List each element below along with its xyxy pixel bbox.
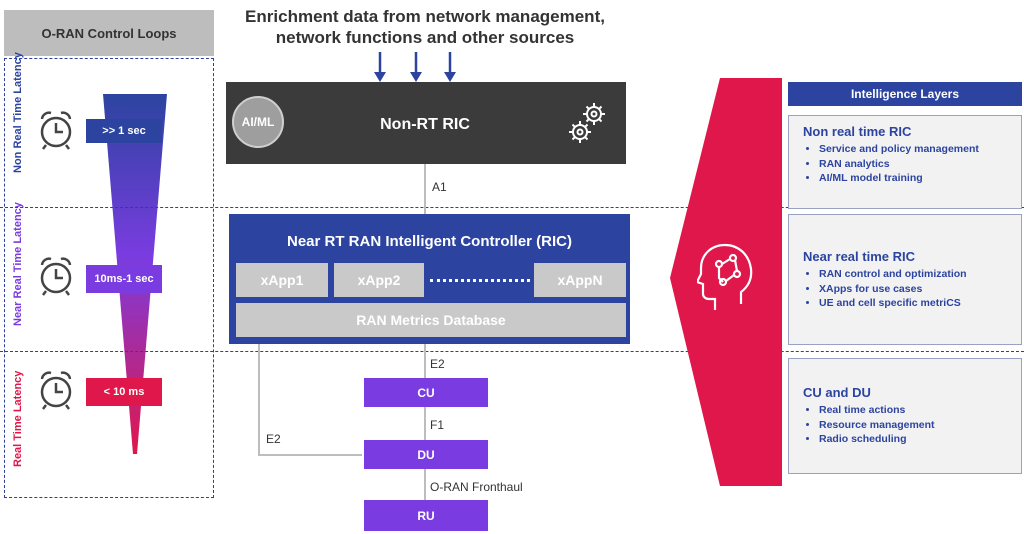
- near-rt-ric-title: Near RT RAN Intelligent Controller (RIC): [286, 232, 572, 250]
- alarm-clock-icon: [40, 111, 72, 150]
- control-loops-frame: [4, 58, 214, 498]
- near-rt-ric-panel: Near real time RIC RAN control and optim…: [788, 214, 1022, 345]
- xapp2-box: xApp2: [334, 263, 424, 297]
- near-rt-latency-badge: 10ms-1 sec: [86, 265, 162, 293]
- xapp1-box: xApp1: [236, 263, 328, 297]
- du-box: DU: [364, 440, 488, 469]
- gears-icon: [569, 103, 605, 143]
- ran-metrics-database: RAN Metrics Database: [236, 303, 626, 337]
- panel-item: XApps for use cases: [819, 282, 1007, 297]
- non-rt-ric-box: [226, 82, 626, 164]
- cu-du-panel: CU and DU Real time actions Resource man…: [788, 358, 1022, 474]
- non-rt-ric-title: Non-RT RIC: [380, 116, 470, 133]
- panel-title: CU and DU: [803, 385, 871, 400]
- ai-head-icon: [697, 243, 753, 310]
- panel-item: RAN analytics: [819, 157, 1007, 172]
- panel-item: Radio scheduling: [819, 432, 1007, 447]
- cu-box: CU: [364, 378, 488, 407]
- fronthaul-link-label: O-RAN Fronthaul: [430, 480, 523, 494]
- panel-item: Real time actions: [819, 403, 1007, 418]
- enrichment-arrows: [374, 52, 456, 82]
- e2-link-label: E2: [430, 357, 445, 371]
- rt-latency-badge: < 10 ms: [86, 378, 162, 406]
- panel-item: UE and cell specific metriCS: [819, 296, 1007, 311]
- enrichment-text: Enrichment data from network management,…: [245, 7, 605, 47]
- panel-item: AI/ML model training: [819, 171, 1007, 186]
- control-loops-header: O-RAN Control Loops: [4, 10, 214, 56]
- xappn-box: xAppN: [534, 263, 626, 297]
- a1-link-label: A1: [432, 180, 447, 194]
- panel-item: Resource management: [819, 418, 1007, 433]
- ru-box: RU: [364, 500, 488, 531]
- panel-item: RAN control and optimization: [819, 267, 1007, 282]
- intelligence-layers-header: Intelligence Layers: [788, 82, 1022, 106]
- panel-item: Service and policy management: [819, 142, 1007, 157]
- ai-ml-badge: AI/ML: [232, 96, 284, 148]
- non-rt-ric-panel: Non real time RIC Service and policy man…: [788, 115, 1022, 209]
- band-separator: [0, 351, 1024, 352]
- alarm-clock-icon: [40, 371, 72, 410]
- alarm-clock-icon: [40, 257, 72, 296]
- panel-title: Near real time RIC: [803, 249, 915, 264]
- xapp-ellipsis: [430, 279, 530, 282]
- band-separator: [0, 207, 1024, 208]
- e2-side-link-label: E2: [266, 432, 281, 446]
- non-rt-latency-badge: >> 1 sec: [86, 119, 162, 143]
- panel-title: Non real time RIC: [803, 124, 912, 139]
- f1-link-label: F1: [430, 418, 445, 432]
